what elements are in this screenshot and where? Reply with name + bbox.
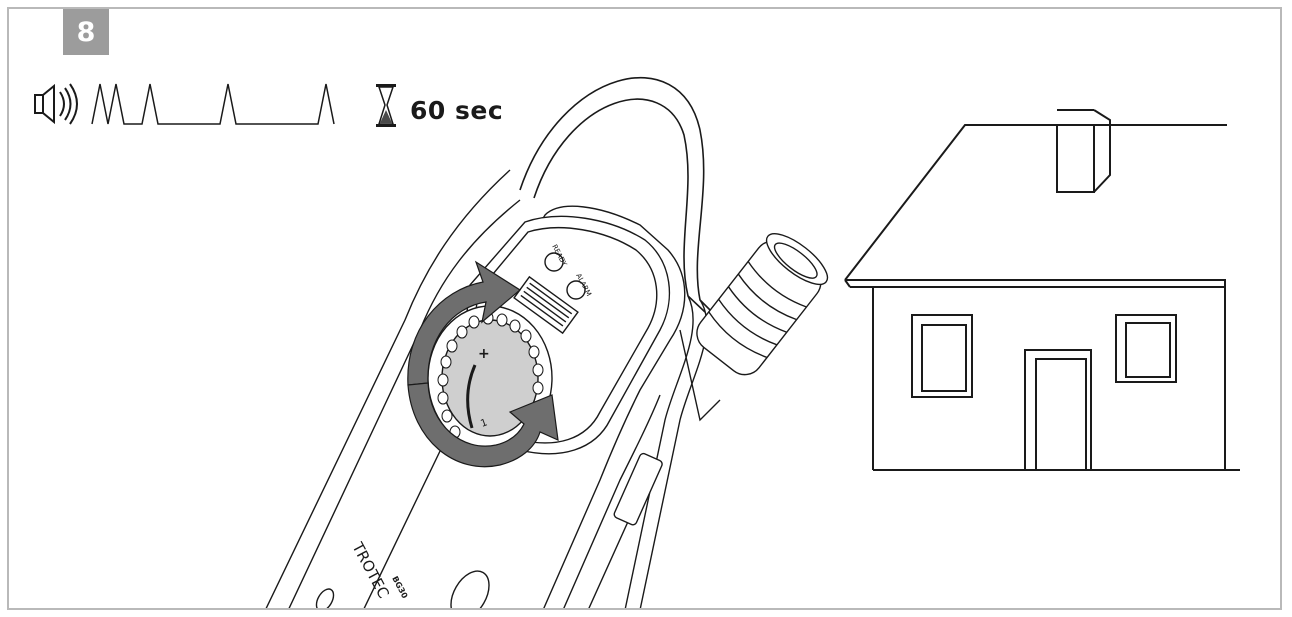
- house-drawing: [844, 109, 1240, 471]
- rotate-arrows-icon: [407, 260, 559, 468]
- step-number-badge: 8: [63, 9, 109, 55]
- gas-detector-device: [265, 77, 829, 608]
- timer-label: 60 sec: [410, 96, 504, 125]
- hourglass-icon: [376, 84, 396, 127]
- speaker-icon: [34, 83, 78, 125]
- beep-waveform: [91, 83, 335, 125]
